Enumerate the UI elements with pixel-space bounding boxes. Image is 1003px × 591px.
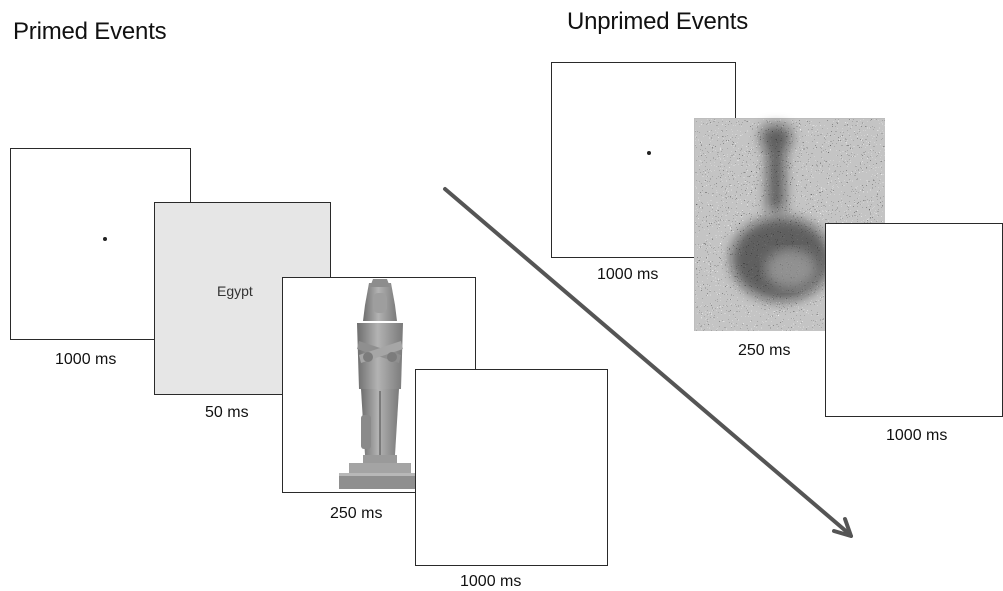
unprimed-fixation-caption: 1000 ms — [597, 266, 659, 283]
unprimed-blank-caption: 1000 ms — [886, 427, 948, 444]
primed-heading: Primed Events — [13, 18, 167, 45]
fixation-dot — [103, 237, 107, 241]
primed-blank-frame — [415, 369, 608, 566]
unprimed-blank-frame — [825, 223, 1003, 417]
primed-prime-caption: 50 ms — [205, 404, 249, 421]
prime-word: Egypt — [217, 283, 253, 299]
fixation-dot — [647, 151, 651, 155]
primed-target-caption: 250 ms — [330, 505, 383, 522]
unprimed-noise-caption: 250 ms — [738, 342, 791, 359]
primed-target-frame — [282, 277, 476, 493]
egyptian-statue-image — [339, 279, 421, 489]
primed-fixation-caption: 1000 ms — [55, 351, 117, 368]
unprimed-heading: Unprimed Events — [567, 8, 749, 35]
primed-blank-caption: 1000 ms — [460, 573, 522, 590]
